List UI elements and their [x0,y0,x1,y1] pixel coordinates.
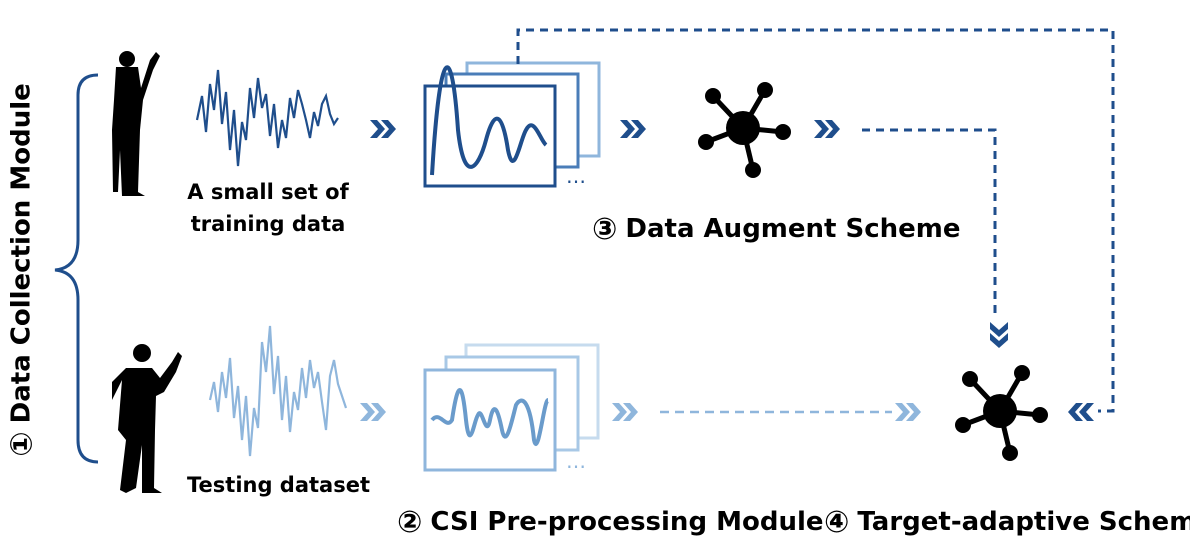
chevron-bottom-2-icon [612,403,638,421]
training-caption: A small set of training data [183,176,353,240]
chevron-down-icon [990,322,1008,348]
chevron-bottom-3-icon [895,403,921,421]
chevron-top-2-icon [620,120,646,138]
person-bottom-icon [112,344,182,493]
person-top-icon [112,51,160,196]
module2-number: ② [397,505,423,540]
network-hub-top-icon [698,82,791,178]
testing-waveform [208,325,348,457]
module1-text: Data Collection Module [6,83,37,424]
dashed-feedback-loop [516,28,1115,413]
network-hub-bottom-icon [955,365,1048,461]
chevron-top-1-icon [370,120,396,138]
testing-caption: Testing dataset [187,473,371,497]
training-caption-line2: training data [190,212,346,236]
dashed-link-top-to-hub [862,128,997,318]
module2-text: CSI Pre-processing Module [430,507,824,537]
module3-number: ③ [592,212,618,247]
svg-text:…: … [566,449,586,473]
module4-text: Target-adaptive Scheme [857,507,1190,537]
testing-csi-panels: … [423,343,600,473]
module3-text: Data Augment Scheme [625,214,961,244]
svg-text:…: … [566,164,586,188]
module4-number: ④ [824,505,850,540]
training-waveform [195,69,339,167]
module1-number: ① [4,431,40,457]
chevron-left-icon [1068,403,1094,421]
training-csi-panels: … [423,61,601,188]
chevron-bottom-1-icon [360,403,386,421]
chevron-top-3-icon [814,120,840,138]
module-brace [54,73,99,464]
training-caption-line1: A small set of [187,180,349,204]
